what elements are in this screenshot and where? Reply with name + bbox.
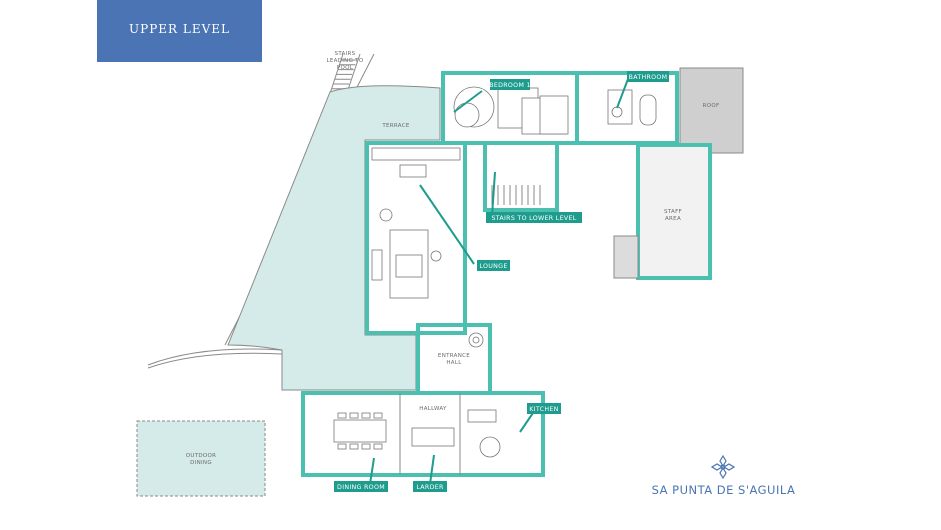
outdoor-dining-area [136,420,266,497]
label-staff-2: AREA [665,216,681,222]
label-outdoor-2: DINING [190,460,212,466]
svg-text:DINING ROOM: DINING ROOM [337,484,385,491]
tag-bedroom: BEDROOM 1 [489,79,531,90]
label-stairs-pool-3: POOL [337,65,354,71]
tag-bathroom: BATHROOM [627,71,669,82]
label-stairs-pool-1: STAIRS [335,51,356,57]
brand-name: SA PUNTA DE S'AGUILA [651,483,796,497]
svg-text:LOUNGE: LOUNGE [479,263,507,270]
roof-area [679,67,744,154]
label-hallway: HALLWAY [419,406,447,412]
cross-flower-logo-icon [711,455,735,479]
label-stairs-pool-2: LEADING TO [327,58,364,64]
svg-text:KITCHEN: KITCHEN [529,406,558,413]
svg-text:LARDER: LARDER [416,484,444,491]
label-roof: ROOF [703,103,720,109]
tag-dining-room: DINING ROOM [334,481,388,492]
tag-lounge: LOUNGE [477,260,510,271]
level-banner: UPPER LEVEL [97,0,262,62]
tag-kitchen: KITCHEN [527,403,561,414]
dining-block-walls [301,391,545,477]
tag-larder: LARDER [413,481,447,492]
label-terrace: TERRACE [381,123,410,129]
label-outdoor-1: OUTDOOR [186,453,217,459]
brand-block: SA PUNTA DE S'AGUILA [641,455,806,500]
staff-area [636,143,712,280]
svg-text:BATHROOM: BATHROOM [629,74,668,81]
label-entrance-2: HALL [446,360,462,366]
svg-text:STAIRS TO LOWER LEVEL: STAIRS TO LOWER LEVEL [491,215,576,222]
tag-stairs-lower: STAIRS TO LOWER LEVEL [486,212,582,223]
svg-text:BEDROOM 1: BEDROOM 1 [489,82,531,89]
label-entrance-1: ENTRANCE [438,353,470,359]
label-staff-1: STAFF [664,209,682,215]
level-title: UPPER LEVEL [129,22,230,36]
